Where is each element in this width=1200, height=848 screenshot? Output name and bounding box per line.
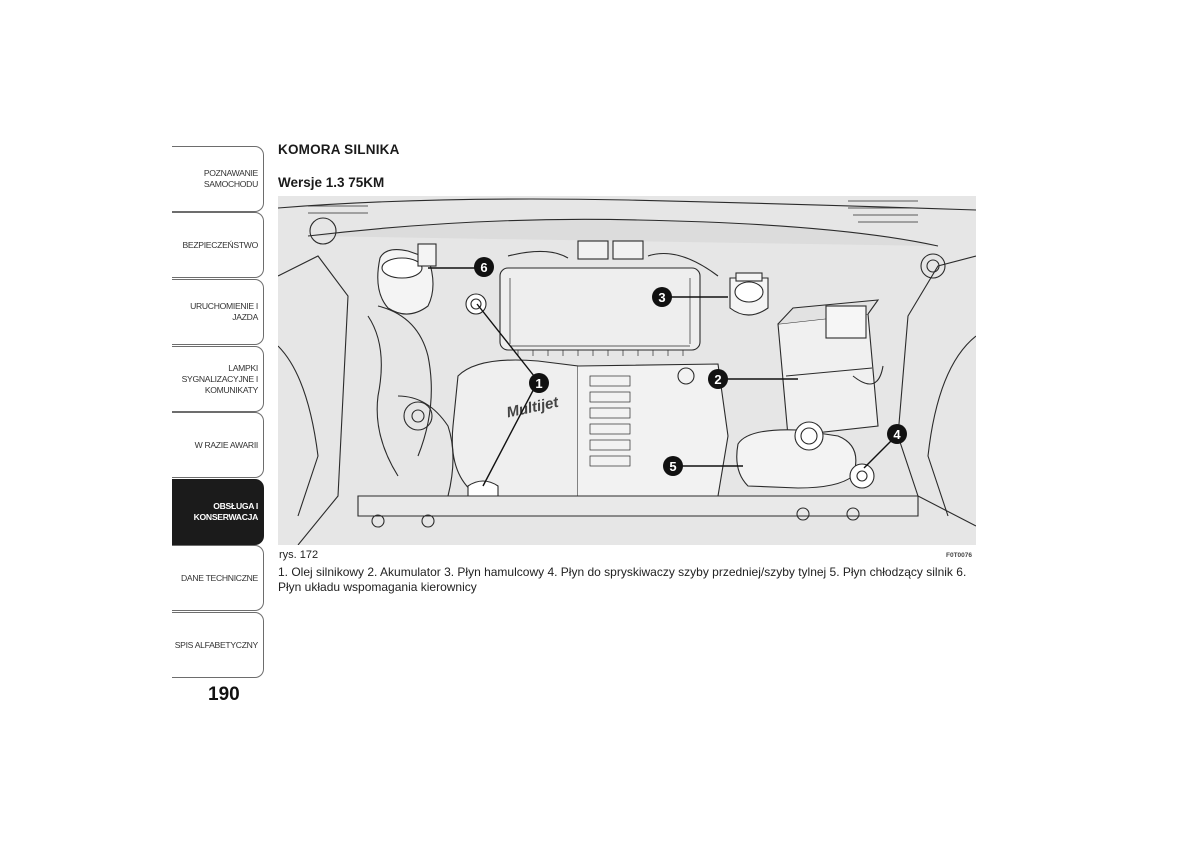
figure-reference: rys. 172 — [279, 549, 319, 561]
tab-bezpieczenstwo[interactable]: BEZPIECZEŃSTWO — [172, 212, 264, 278]
figure-code: F0T0076 — [946, 552, 973, 559]
figure-caption: 1. Olej silnikowy 2. Akumulator 3. Płyn … — [278, 565, 967, 594]
callout-3: 3 — [658, 290, 665, 305]
callout-5: 5 — [669, 459, 676, 474]
tab-obsluga-i-konserwacja[interactable]: OBSŁUGA I KONSERWACJA — [172, 479, 264, 545]
engine-line-drawing: Multijet 1 2 3 4 5 6 — [278, 198, 976, 545]
callout-markers — [474, 257, 907, 476]
tab-w-razie-awarii[interactable]: W RAZIE AWARII — [172, 412, 264, 478]
subsection-title: Wersje 1.3 75KM — [278, 175, 385, 190]
page-number: 190 — [208, 684, 240, 705]
section-title: KOMORA SILNIKA — [278, 142, 400, 157]
engine-compartment-illustration: Multijet 1 2 3 4 5 6 — [278, 196, 976, 545]
callout-2: 2 — [714, 372, 721, 387]
tab-spis-alfabetyczny[interactable]: SPIS ALFABETYCZNY — [172, 612, 264, 678]
callout-6: 6 — [480, 260, 487, 275]
callout-4: 4 — [893, 427, 901, 442]
callout-1: 1 — [535, 376, 542, 391]
tab-dane-techniczne[interactable]: DANE TECHNICZNE — [172, 545, 264, 611]
tab-lampki-sygnalizacyjne[interactable]: LAMPKI SYGNALIZACYJNE I KOMUNIKATY — [172, 346, 264, 412]
tab-uruchomienie-i-jazda[interactable]: URUCHOMIENIE I JAZDA — [172, 279, 264, 345]
tab-poznawanie-samochodu[interactable]: POZNAWANIE SAMOCHODU — [172, 146, 264, 212]
